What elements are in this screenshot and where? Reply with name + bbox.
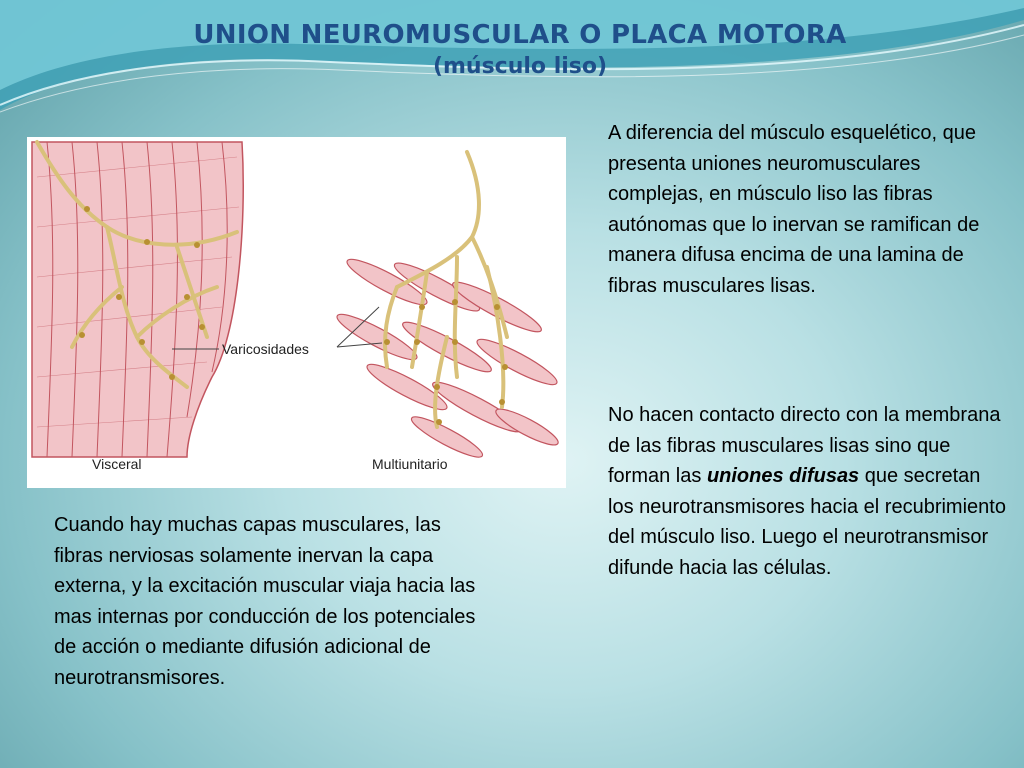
label-multiunit: Multiunitario [372,456,448,472]
diffuse-junctions-term: uniones difusas [706,465,860,487]
slide-subtitle: (músculo liso) [432,54,608,79]
paragraph-comparison: A diferencia del músculo esquelético, qu… [608,122,980,297]
multiunit-fibers [336,258,559,458]
slide-title: UNION NEUROMUSCULAR O PLACA MOTORA [193,20,847,50]
header-swoosh [0,0,1024,113]
figure-illustration: Varicosidades Visceral Multiunitario [31,140,559,472]
visceral-varicosities [79,206,205,380]
label-visceral: Visceral [92,456,142,472]
varicosity-pointers [172,306,383,350]
visceral-muscle [31,141,244,458]
paragraph-diffuse-junctions: No hacen contacto directo con la membran… [608,400,1008,583]
paragraph-2-end: que secretan los neurotransmisores hacia… [608,465,1006,579]
paragraph-2-start: No hacen contacto directo con la membran… [608,404,1001,487]
multiunit-nerve [383,150,509,429]
smooth-muscle-figure: Varicosidades Visceral Multiunitario [27,137,566,488]
paragraph-muscle-layers: Cuando hay muchas capas musculares, las … [54,514,476,689]
label-varicosities: Varicosidades [222,341,309,357]
multiunit-varicosities [384,299,508,425]
